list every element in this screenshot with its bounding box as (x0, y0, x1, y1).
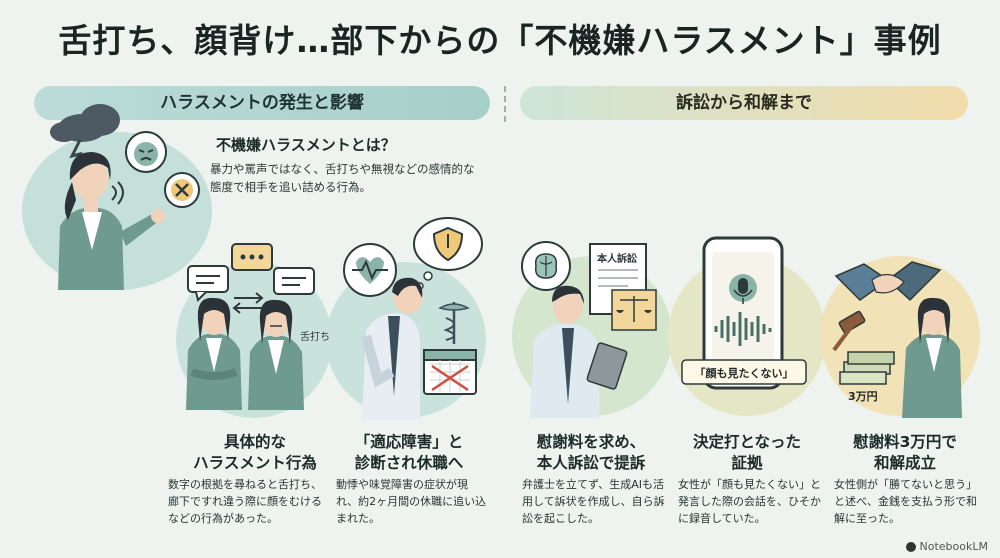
quote-box (681, 359, 807, 385)
money-stack-icon (839, 351, 895, 385)
settled-woman-figure (902, 297, 962, 418)
section-divider (504, 86, 506, 122)
angry-face-icon (125, 131, 167, 173)
reject-x-icon (164, 172, 200, 208)
sick-man-figure (361, 277, 423, 420)
chat-bubble-icon (231, 243, 273, 271)
card-title-line: 決定打となった (692, 433, 802, 451)
tsk-label: 舌打ち (300, 330, 330, 343)
card-title-line: ハラスメント行為 (193, 454, 317, 472)
gavel-icon (832, 310, 866, 352)
footer-brand-label: NotebookLM (919, 540, 988, 553)
card-title-line: 証拠 (731, 454, 763, 472)
brain-ai-icon (521, 241, 571, 291)
quote-label: 「顔も見たくない」 (695, 366, 794, 380)
section-band-right: 訴訟から和解まで (520, 86, 968, 120)
smartphone-recorder-icon (702, 236, 784, 390)
storm-cloud-icon (50, 104, 120, 169)
card-title: 決定打となった 証拠 (672, 432, 822, 474)
card-body: 弁護士を立てず、生成AIも活用して訴状を作成し、自ら訴訟を起こした。 (522, 478, 665, 525)
definition-title: 不機嫌ハラスメントとは？ (216, 136, 396, 154)
card-body: 動悸や味覚障害の症状が現れ、約2ヶ月間の休職に追い込まれた。 (336, 478, 487, 525)
chat-bubble-icon (187, 265, 229, 302)
handshake-icon (834, 261, 942, 302)
card-title: 具体的な ハラスメント行為 (180, 432, 330, 474)
coworker-figure (186, 297, 242, 410)
exchange-arrows-icon (232, 292, 264, 314)
card-title: 慰謝料3万円で 和解成立 (830, 432, 980, 474)
card-body: 女性側が「勝てないと思う」と述べ、金銭を支払う形で和解に至った。 (834, 478, 977, 525)
man-with-tablet-figure (530, 285, 628, 418)
coworker-figure (248, 299, 304, 410)
card-title-line: 慰謝料3万円で (853, 433, 957, 451)
definition-body: 暴力や罵声ではなく、舌打ちや無視などの感情的な態度で相手を追い詰める行為。 (210, 162, 475, 194)
scales-of-justice-icon (611, 289, 657, 331)
card-title: 「適応障害」と 診断され休職へ (334, 432, 484, 474)
amount-label: 3万円 (848, 390, 878, 403)
card-title: 慰謝料を求め、 本人訴訟で提訴 (516, 432, 666, 474)
card-body: 女性が「顔も見たくない」と発言した際の会話を、ひそかに録音していた。 (678, 478, 821, 525)
notebooklm-logo-icon (905, 541, 916, 552)
medical-caduceus-icon (438, 302, 470, 344)
card-title-line: 具体的な (223, 433, 286, 451)
footer-brand: NotebookLM (905, 540, 988, 553)
lawsuit-doc-label: 本人訴訟 (597, 252, 637, 265)
shield-thought-icon (413, 217, 483, 290)
card-body: 数字の根拠を尋ねると舌打ち、廊下ですれ違う際に顔をむけるなどの行為があった。 (168, 478, 322, 525)
card-title-line: 和解成立 (873, 454, 936, 472)
card-title-line: 慰謝料を求め、 (536, 433, 646, 451)
calendar-icon (423, 349, 477, 395)
card-title-line: 「適応障害」と (354, 433, 464, 451)
heartbeat-icon (343, 243, 397, 297)
chat-bubble-icon (273, 267, 315, 295)
card-title-line: 診断され休職へ (354, 454, 464, 472)
page-title: 舌打ち、顔背け…部下からの「不機嫌ハラスメント」事例 (58, 21, 942, 60)
card-title-line: 本人訴訟で提訴 (536, 454, 646, 472)
woman-figure (58, 152, 165, 290)
